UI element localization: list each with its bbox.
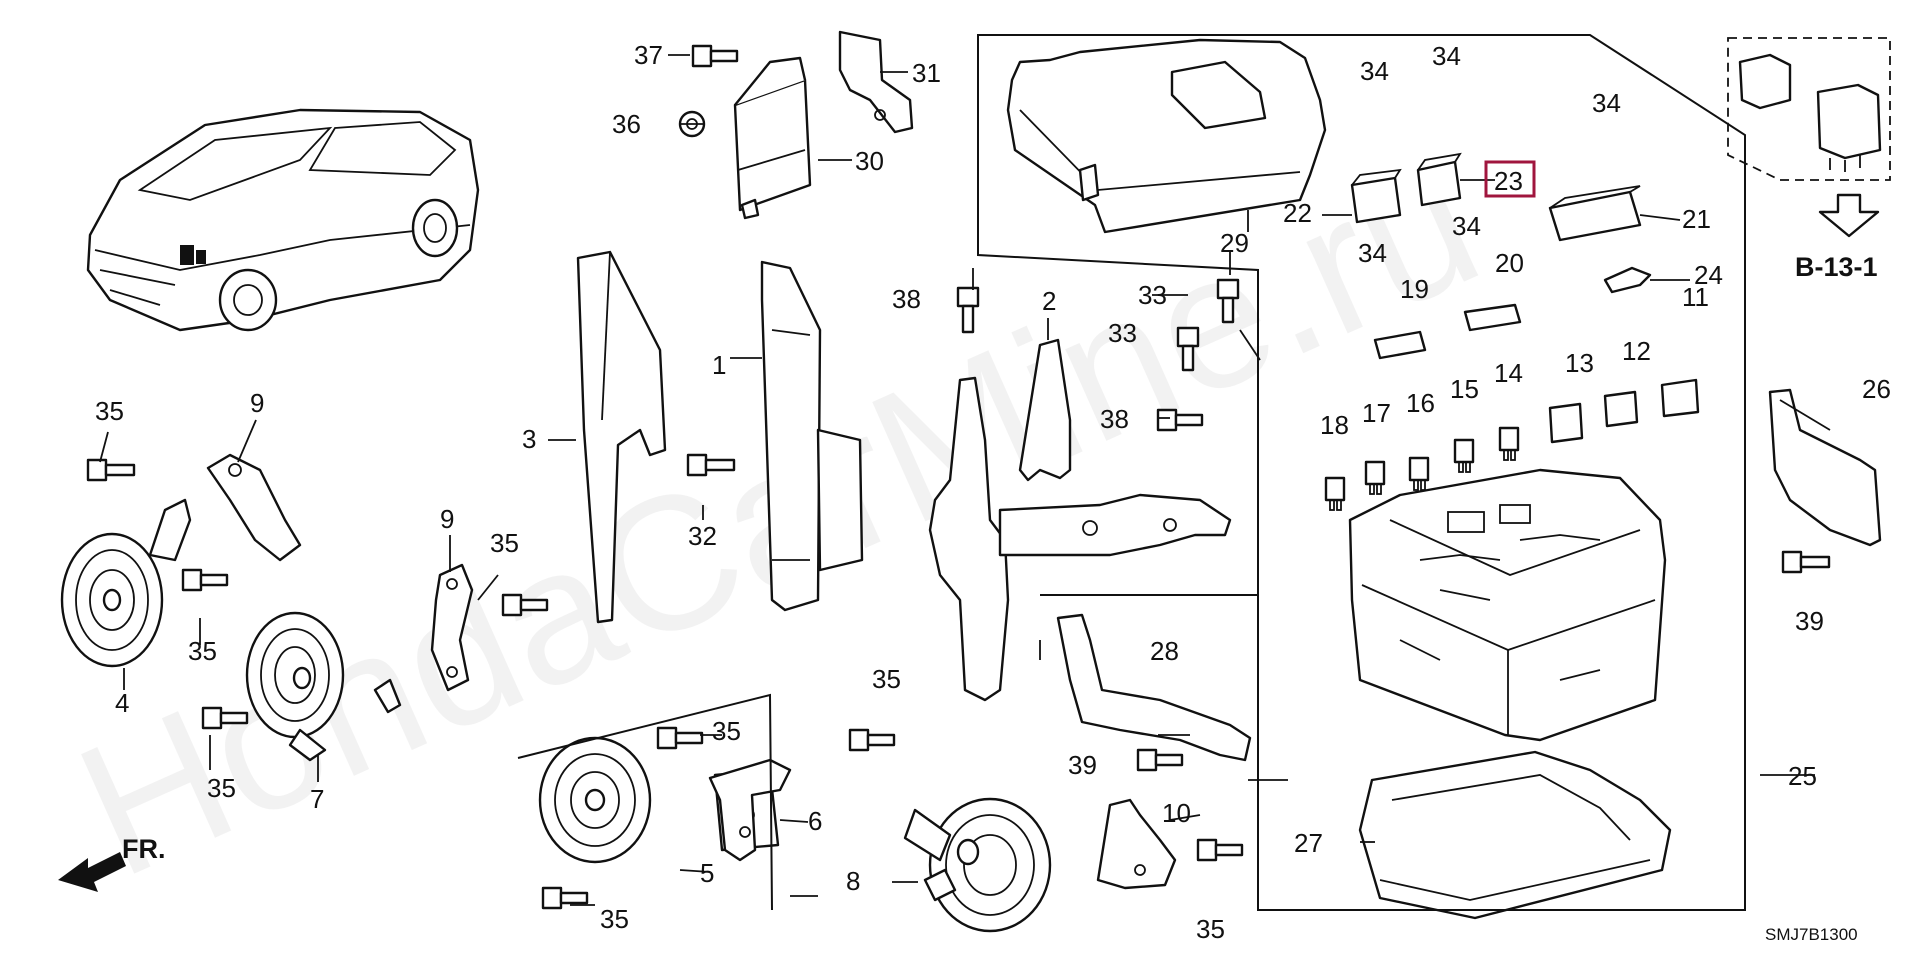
callout-1: 1: [712, 350, 726, 380]
fuse-19: [1373, 330, 1427, 360]
horn-low: [60, 498, 192, 668]
callout-8: 8: [846, 866, 860, 896]
callout-31: 31: [912, 58, 941, 88]
callout-6: 6: [808, 806, 822, 836]
mini-fuse-17: [1364, 460, 1386, 495]
callout-37: 37: [634, 40, 663, 70]
callout-18: 18: [1320, 410, 1349, 440]
callout-35-g: 35: [872, 664, 901, 694]
callout-20: 20: [1495, 248, 1524, 278]
bolt-fasteners: [86, 44, 1831, 910]
callout-34-e: 34: [1358, 238, 1387, 268]
ecu-cover-3: [576, 250, 667, 624]
callout-35-h: 35: [1196, 914, 1225, 944]
callout-29: 29: [1220, 228, 1249, 258]
callout-24: 24: [1694, 260, 1723, 290]
callout-25: 25: [1788, 761, 1817, 791]
callout-16: 16: [1406, 388, 1435, 418]
mini-fuse-16: [1408, 456, 1430, 491]
callout-35-e: 35: [712, 716, 741, 746]
group-frames: [517, 34, 1891, 911]
fuse-clip-24: [1603, 266, 1652, 294]
callout-4: 4: [115, 688, 129, 718]
callout-9-center: 9: [440, 504, 454, 534]
callout-7: 7: [310, 784, 324, 814]
callout-39-center: 39: [1068, 750, 1097, 780]
drawing-code: SMJ7B1300: [1765, 925, 1858, 944]
callout-34-a: 34: [1360, 56, 1389, 86]
callout-13: 13: [1565, 348, 1594, 378]
callout-5: 5: [700, 858, 714, 888]
callout-27: 27: [1294, 828, 1323, 858]
mini-fuse-15: [1453, 438, 1475, 473]
bracket-2-stay-assembly: [928, 338, 1232, 702]
callout-22: 22: [1283, 198, 1312, 228]
callout-36: 36: [612, 109, 641, 139]
callout-11: 11: [1682, 282, 1709, 312]
fuse-11: [1660, 378, 1700, 418]
fuse-12: [1603, 390, 1639, 428]
callout-32: 32: [688, 521, 717, 551]
callout-labels: 1 2 3 4 5 6 7 8 9 9 10 11 12 13 14 15 16…: [95, 40, 1891, 944]
callout-34-b: 34: [1432, 41, 1461, 71]
callout-30: 30: [855, 146, 884, 176]
relay-group-reference: [1738, 53, 1882, 172]
bracket-10: [1096, 798, 1177, 890]
callout-19: 19: [1400, 274, 1429, 304]
fuse-13: [1548, 402, 1584, 444]
callout-3: 3: [522, 424, 536, 454]
fuse-23: [1416, 152, 1462, 207]
leader-lines: [99, 54, 1815, 906]
front-direction-indicator: FR.: [58, 834, 166, 892]
control-module-30: [733, 56, 812, 220]
callout-35-f: 35: [600, 904, 629, 934]
callout-34-d: 34: [1452, 211, 1481, 241]
fuse-box-lower-case-27: [1358, 750, 1672, 920]
horn-high: [245, 611, 402, 762]
callout-28: 28: [1150, 636, 1179, 666]
horn-8-assembly: [903, 797, 1052, 933]
callout-35-b: 35: [188, 636, 217, 666]
callout-38-lower: 38: [1100, 404, 1129, 434]
callout-33-upper: 33: [1138, 280, 1167, 310]
callout-35-a: 35: [95, 396, 124, 426]
callout-34-c: 34: [1592, 88, 1621, 118]
ecu-unit-1: [760, 260, 864, 612]
vehicle-locator-illustration: [86, 108, 480, 332]
mini-fuse-14: [1498, 426, 1520, 461]
highlight-box-23: [1484, 160, 1536, 198]
bracket-26: [1768, 388, 1882, 547]
fuse-box-upper-cover-29: [1006, 38, 1327, 234]
reference-label: B-13-1: [1795, 252, 1878, 282]
callout-15: 15: [1450, 374, 1479, 404]
bracket-28: [1056, 613, 1252, 762]
callout-2: 2: [1042, 286, 1056, 316]
callout-10: 10: [1162, 798, 1191, 828]
horn-bracket-9-center: [430, 563, 474, 692]
fuse-holder-21: [1548, 185, 1642, 242]
fuse-20: [1463, 303, 1522, 332]
reference-arrow: [1818, 193, 1880, 238]
mini-fuse-18: [1324, 476, 1346, 511]
callout-35-d: 35: [490, 528, 519, 558]
callout-21: 21: [1682, 204, 1711, 234]
bracket-31: [838, 30, 914, 134]
fuse-box-main-25: [1348, 468, 1667, 742]
callout-26: 26: [1862, 374, 1891, 404]
callout-35-c: 35: [207, 773, 236, 803]
front-label: FR.: [122, 834, 166, 864]
callout-9-left: 9: [250, 388, 264, 418]
callout-14: 14: [1494, 358, 1523, 388]
callout-39-right: 39: [1795, 606, 1824, 636]
fuse-22: [1350, 168, 1402, 224]
callout-17: 17: [1362, 398, 1391, 428]
callout-38-upper: 38: [892, 284, 921, 314]
callout-23: 23: [1494, 166, 1523, 196]
horn-bracket-9-left: [206, 453, 302, 562]
callout-33-lower: 33: [1108, 318, 1137, 348]
callout-12: 12: [1622, 336, 1651, 366]
